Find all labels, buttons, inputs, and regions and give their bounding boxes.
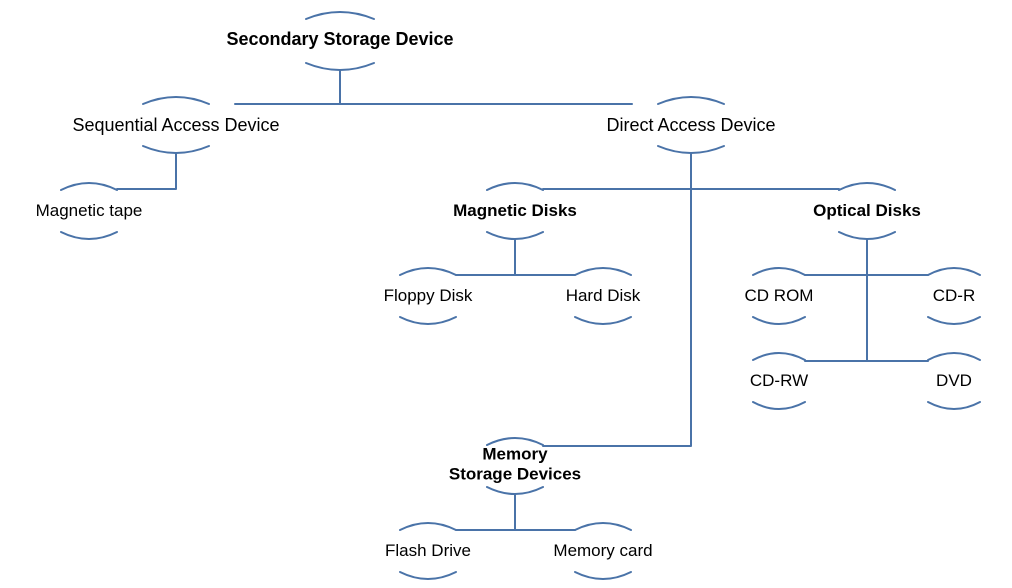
node-cd-r: CD-R: [932, 285, 976, 305]
brace-top-cd-rw: [752, 352, 806, 361]
brace-bottom-hard-disk: [574, 316, 632, 325]
node-optical-disks: Optical Disks: [813, 200, 921, 220]
brace-top-optical-disks: [838, 182, 896, 191]
brace-top-magnetic-tape: [60, 182, 118, 191]
node-magnetic-disks: Magnetic Disks: [453, 200, 577, 220]
brace-bottom-cd-r: [927, 316, 981, 325]
node-memory-card: Memory card: [553, 540, 653, 560]
brace-top-flash-drive: [399, 522, 457, 531]
brace-bottom-dvd: [927, 401, 981, 410]
brace-bottom-cd-rom: [752, 316, 806, 325]
node-flash-drive: Flash Drive: [385, 540, 471, 560]
brace-bottom-magnetic-tape: [60, 231, 118, 240]
brace-bottom-floppy-disk: [399, 316, 457, 325]
brace-bottom-flash-drive: [399, 571, 457, 580]
node-memory-storage-line2: Storage Devices: [448, 465, 582, 484]
node-memory-storage-devices: Memory Storage Devices: [449, 445, 581, 486]
brace-top-cd-rom: [752, 267, 806, 276]
brace-top-direct-access: [657, 96, 725, 105]
node-floppy-disk: Floppy Disk: [383, 285, 473, 305]
node-memory-storage-line1: Memory: [482, 444, 548, 464]
node-hard-disk: Hard Disk: [565, 285, 641, 305]
brace-top-secondary-storage: [305, 11, 375, 20]
node-direct-access-device: Direct Access Device: [606, 115, 776, 136]
brace-top-dvd: [927, 352, 981, 361]
brace-top-memory-storage: [486, 437, 544, 446]
node-sequential-access-device: Sequential Access Device: [72, 115, 280, 136]
brace-bottom-direct-access: [657, 145, 725, 154]
node-dvd: DVD: [936, 370, 972, 390]
brace-bottom-secondary-storage: [305, 62, 375, 71]
brace-bottom-memory-storage: [486, 486, 544, 495]
node-secondary-storage-device: Secondary Storage Device: [226, 29, 454, 50]
brace-bottom-optical-disks: [838, 231, 896, 240]
brace-top-memory-card: [574, 522, 632, 531]
connector-sequential-to-tape: [116, 152, 177, 190]
brace-bottom-sequential-access: [142, 145, 210, 154]
node-magnetic-tape: Magnetic tape: [35, 200, 143, 220]
brace-top-cd-r: [927, 267, 981, 276]
brace-top-magnetic-disks: [486, 182, 544, 191]
node-cd-rw: CD-RW: [749, 370, 809, 390]
connector-direct-down: [542, 152, 692, 447]
brace-bottom-magnetic-disks: [486, 231, 544, 240]
node-cd-rom: CD ROM: [744, 285, 814, 305]
brace-bottom-memory-card: [574, 571, 632, 580]
brace-top-hard-disk: [574, 267, 632, 276]
brace-top-sequential-access: [142, 96, 210, 105]
brace-bottom-cd-rw: [752, 401, 806, 410]
brace-top-floppy-disk: [399, 267, 457, 276]
